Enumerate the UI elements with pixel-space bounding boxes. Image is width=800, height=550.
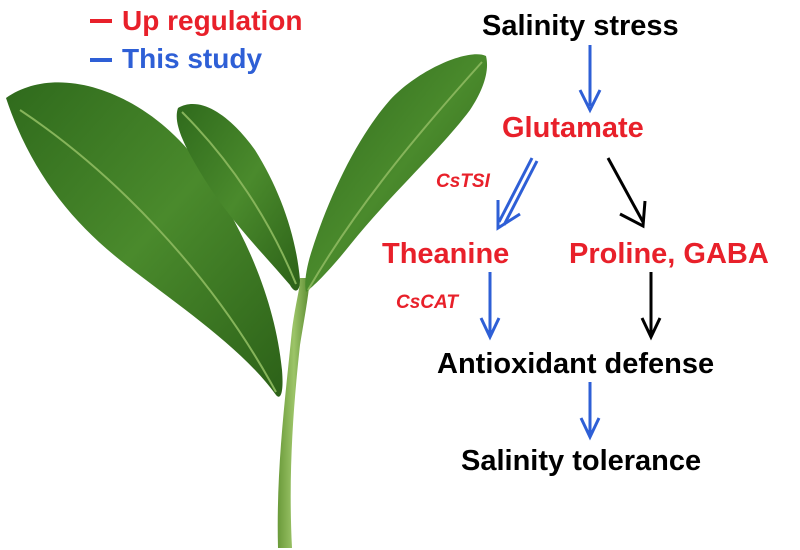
legend-swatch-this-study xyxy=(90,58,112,62)
plant-leaf-left-vein xyxy=(19,109,277,393)
gene-label-cscat: CsCAT xyxy=(396,292,458,313)
legend-label-up-regulation: Up regulation xyxy=(122,5,303,36)
node-theanine: Theanine xyxy=(382,238,510,270)
plant-leaf-right xyxy=(305,54,488,292)
node-glutamate: Glutamate xyxy=(502,112,644,144)
node-salinity-tolerance: Salinity tolerance xyxy=(461,445,702,477)
arrow-glutamate-to-theanine xyxy=(496,157,539,231)
arrow-antioxidant-to-tolerance xyxy=(579,382,601,441)
pathway-arrows xyxy=(479,45,662,441)
plant-leaf-left xyxy=(6,82,283,397)
plant-leaf-middle-vein xyxy=(181,111,297,285)
plant-leaf-middle xyxy=(176,104,300,291)
plant-leaf-right-vein xyxy=(307,61,483,291)
arrow-proline-to-antioxidant xyxy=(640,272,662,341)
arrow-theanine-to-antioxidant xyxy=(479,272,501,341)
arrow-glutamate-to-proline xyxy=(606,157,647,229)
gene-label-cstsi: CsTSI xyxy=(436,171,490,192)
node-salinity-stress: Salinity stress xyxy=(482,10,679,42)
plant-stem xyxy=(277,278,310,548)
node-proline-gaba: Proline, GABA xyxy=(569,238,769,270)
arrow-stress-to-glutamate xyxy=(578,45,602,114)
legend-swatch-up-regulation xyxy=(90,19,112,23)
node-antioxidant-defense: Antioxidant defense xyxy=(437,348,715,380)
legend-label-this-study: This study xyxy=(122,43,263,74)
